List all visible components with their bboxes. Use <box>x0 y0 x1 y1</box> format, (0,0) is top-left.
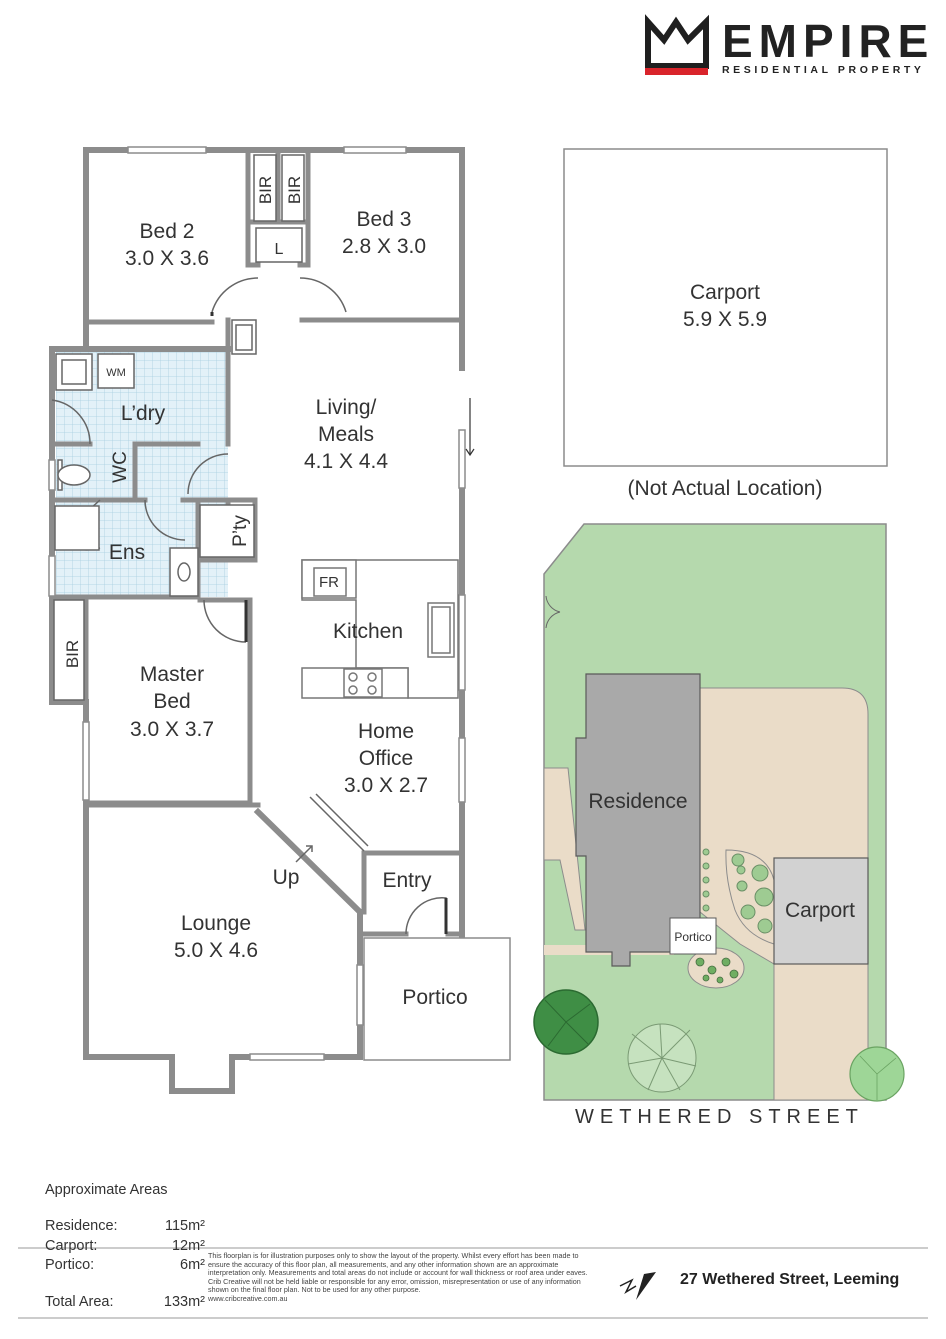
ensuite-label: Ens <box>109 541 145 564</box>
site-portico <box>669 917 717 955</box>
linen-label: L <box>275 241 284 258</box>
bir-left-label: BIR <box>256 176 275 204</box>
living-size: 4.1 X 4.4 <box>304 450 388 473</box>
empire-crown-logo <box>645 14 709 75</box>
total-area-label: Total Area: <box>45 1293 114 1310</box>
kitchen-label: Kitchen <box>333 620 403 643</box>
brand-name: EMPIRE <box>722 15 935 67</box>
carport-plan-name: Carport <box>690 281 760 304</box>
wc-label: WC <box>110 451 131 483</box>
tree-icon <box>533 989 599 1055</box>
washing-machine-label: WM <box>106 367 126 379</box>
total-area-value: 133m² <box>163 1293 205 1310</box>
bir-right-label: BIR <box>285 176 304 204</box>
master-name-2: Bed <box>153 690 190 713</box>
lounge-size: 5.0 X 4.6 <box>174 939 258 962</box>
bed3-name: Bed 3 <box>357 208 412 231</box>
entry-label: Entry <box>382 869 432 892</box>
office-name-2: Office <box>359 747 413 770</box>
property-address: 27 Wethered Street, Leeming <box>680 1271 900 1288</box>
rotated-labels: BIR BIR WC P’ty BIR <box>63 176 304 668</box>
house-floor-plan <box>48 146 511 1094</box>
area-value: 12m² <box>171 1237 205 1254</box>
areas-heading: Approximate Areas <box>45 1182 168 1198</box>
living-name-1: Living/ <box>316 396 377 419</box>
up-label: Up <box>273 866 300 889</box>
website-link[interactable]: www.cribcreative.com.au <box>208 1293 288 1303</box>
approximate-areas: Approximate Areas Residence: 115m² Carpo… <box>45 1182 205 1313</box>
pantry-label: P’ty <box>230 515 251 547</box>
office-size: 3.0 X 2.7 <box>344 774 428 797</box>
area-label: Residence: <box>45 1218 118 1234</box>
area-label: Carport: <box>45 1237 98 1254</box>
area-row-total: Total Area: 133m² <box>45 1294 205 1314</box>
office-name-1: Home <box>358 720 414 743</box>
laundry-label: L’dry <box>121 402 166 425</box>
area-value: 115m² <box>164 1218 205 1234</box>
tree-outline-icon <box>627 1023 697 1093</box>
portico-label: Portico <box>402 986 467 1009</box>
room-labels: Bed 2 3.0 X 3.6 Bed 3 2.8 X 3.0 Living/ … <box>106 208 467 1009</box>
site-residence-label: Residence <box>588 790 687 813</box>
living-name-2: Meals <box>318 423 374 446</box>
site-plan <box>533 523 905 1102</box>
bed3-size: 2.8 X 3.0 <box>342 235 426 258</box>
lounge-name: Lounge <box>181 912 251 935</box>
area-value: 6m² <box>180 1257 205 1273</box>
master-size: 3.0 X 3.7 <box>130 718 214 741</box>
portico-area <box>363 937 511 1061</box>
bed2-name: Bed 2 <box>140 220 195 243</box>
street-name: WETHERED STREET <box>575 1106 864 1128</box>
area-row-carport: Carport: 12m² <box>45 1238 205 1258</box>
area-label: Portico: <box>45 1257 95 1273</box>
master-name-1: Master <box>140 663 204 686</box>
area-row-residence: Residence: 115m² <box>45 1218 205 1238</box>
brand-tagline: RESIDENTIAL PROPERTY <box>722 64 925 76</box>
carport-plan-size: 5.9 X 5.9 <box>683 308 767 331</box>
master-bir-label: BIR <box>63 640 82 668</box>
carport-plan <box>563 148 888 467</box>
site-carport-label: Carport <box>785 899 855 922</box>
bed2-size: 3.0 X 3.6 <box>125 247 209 270</box>
fridge-label: FR <box>319 574 339 591</box>
area-row-portico: Portico: 6m² <box>45 1257 205 1277</box>
north-arrow-icon <box>619 1272 656 1300</box>
site-carport <box>773 857 869 965</box>
disclaimer-body: This floorplan is for illustration purpo… <box>208 1251 588 1294</box>
carport-location-note: (Not Actual Location) <box>628 477 823 500</box>
shrub-icon <box>849 1046 905 1102</box>
logo-red-bar <box>645 68 708 75</box>
disclaimer-text: This floorplan is for illustration purpo… <box>208 1251 590 1303</box>
site-portico-label: Portico <box>674 930 712 944</box>
